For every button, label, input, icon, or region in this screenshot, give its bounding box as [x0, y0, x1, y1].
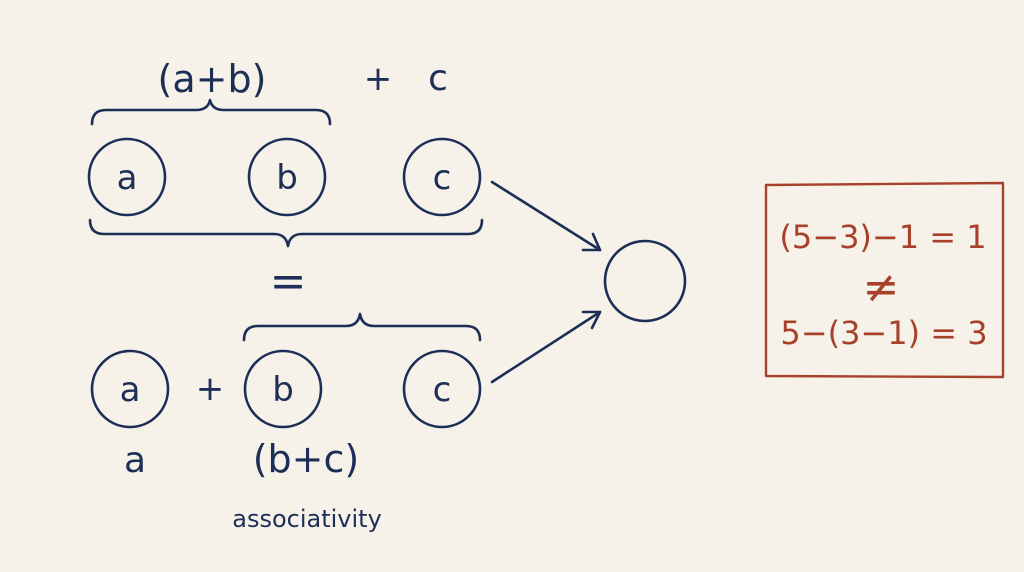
svg-text:b: b: [276, 158, 298, 198]
bottom-plus-operator: +: [196, 369, 225, 409]
top-node-b: b: [247, 137, 327, 217]
top-plus-operator: +: [364, 59, 393, 99]
svg-text:a: a: [120, 370, 141, 410]
counterexample-box: (5−3)−1 = 1 ≠ 5−(3−1) = 3: [764, 181, 1005, 379]
svg-text:c: c: [433, 158, 452, 198]
arrow-bottom-to-result: [490, 310, 602, 384]
bottom-group-label: (b+c): [253, 437, 360, 481]
bottom-brace-bc: [242, 312, 482, 342]
arrow-top-to-result: [490, 180, 602, 252]
top-group-label: (a+b): [158, 57, 267, 101]
not-equal-sign: ≠: [863, 262, 900, 313]
bottom-node-a: a: [90, 349, 170, 429]
equals-sign: =: [270, 256, 307, 307]
bottom-node-b: b: [243, 349, 323, 429]
bottom-a-label: a: [124, 440, 146, 481]
svg-text:c: c: [433, 370, 452, 410]
svg-text:b: b: [272, 370, 294, 410]
top-row-underbrace: [88, 218, 484, 248]
bottom-node-c: c: [402, 349, 482, 429]
top-node-c: c: [402, 137, 482, 217]
top-c-label: c: [428, 58, 448, 99]
counterexample-line-2: 5−(3−1) = 3: [780, 314, 987, 352]
top-brace-ab: [90, 98, 332, 126]
counterexample-line-1: (5−3)−1 = 1: [779, 218, 986, 256]
svg-text:a: a: [117, 158, 138, 198]
result-node: [603, 239, 687, 323]
top-node-a: a: [87, 137, 167, 217]
associativity-caption: associativity: [232, 505, 382, 533]
